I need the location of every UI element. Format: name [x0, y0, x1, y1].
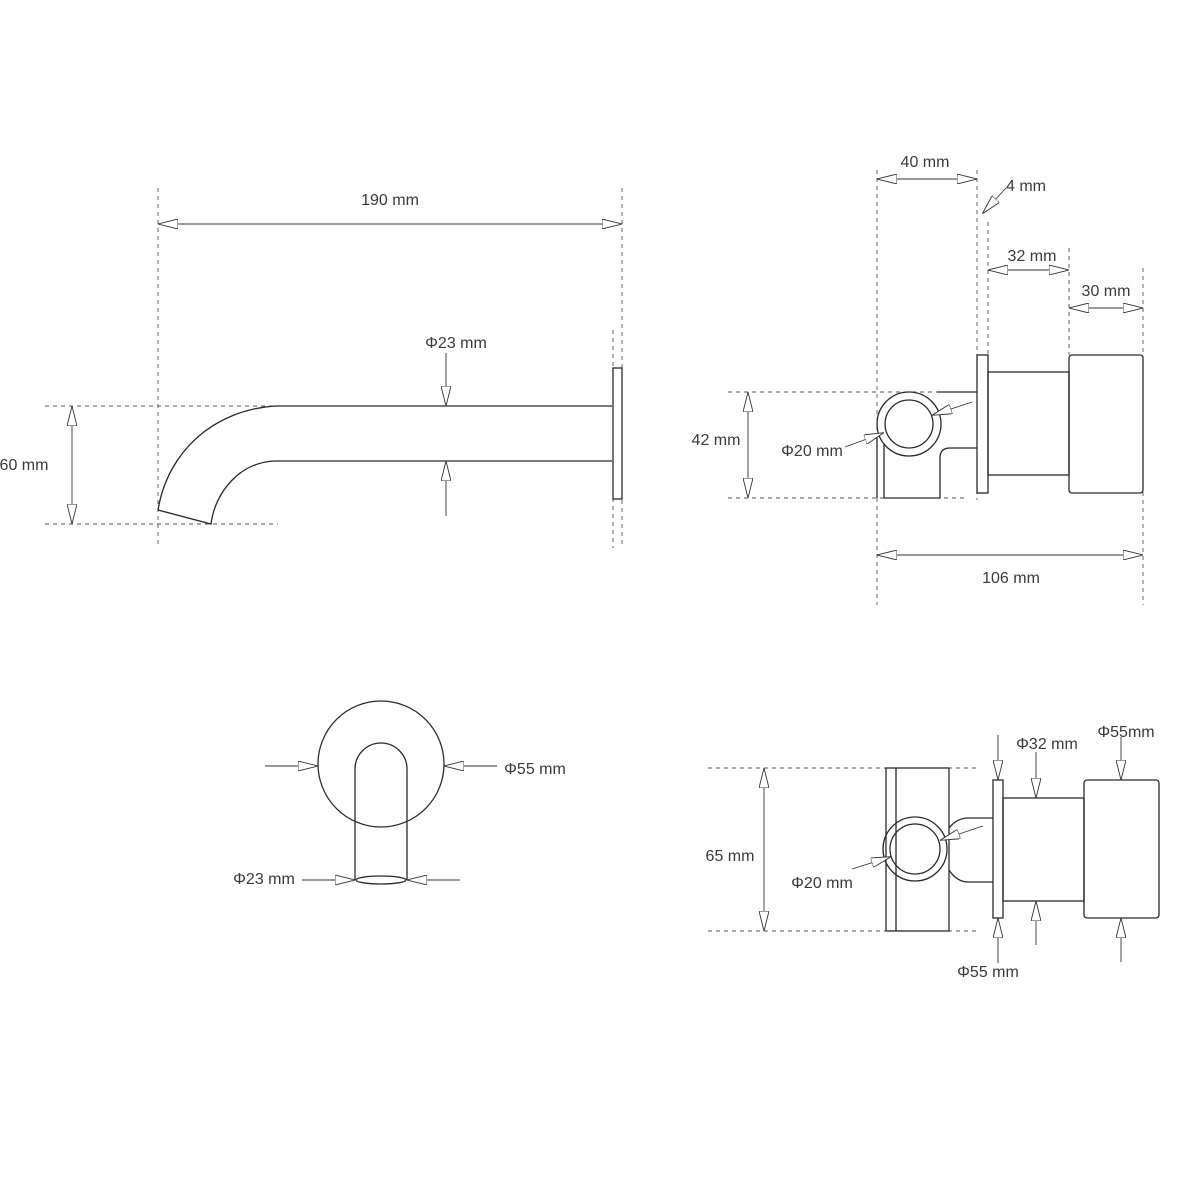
inlet-ring-top-outer	[882, 816, 948, 882]
label-spout-length: 190 mm	[361, 192, 419, 209]
mixer-handle-top	[1083, 779, 1160, 919]
mixer-plate-top	[992, 779, 1004, 919]
mixer-wall-plate	[976, 354, 989, 494]
label-valve-depth: 40 mm	[901, 154, 950, 171]
mixer-top-view: 65 mm Φ20 mm Φ55 mm Φ32 mm Φ55mm	[706, 724, 1160, 981]
label-spout-drop: 60 mm	[0, 457, 48, 474]
label-stem-diameter: Φ32 mm	[1016, 736, 1078, 753]
valve-body-top	[885, 767, 950, 932]
label-stem-length: 32 mm	[1008, 248, 1057, 265]
label-wall-plate-diameter: Φ55 mm	[504, 761, 566, 778]
spout-outlet	[355, 875, 407, 885]
spout-side-view: 190 mm Φ23 mm 60 mm	[0, 188, 623, 548]
dim-inlet-top-left	[851, 857, 890, 870]
label-handle-diameter: Φ55mm	[1097, 724, 1154, 741]
spout-plate-front	[317, 700, 445, 828]
mixer-side-view: 40 mm 4 mm 32 mm 30 mm 42 mm Φ20 mm 106 …	[692, 154, 1144, 605]
label-inlet-diameter-top: Φ20 mm	[791, 875, 853, 892]
dim-inlet-diameter-left	[844, 433, 883, 448]
inlet-ring-top-inner	[889, 823, 941, 875]
label-inlet-diameter-side: Φ20 mm	[781, 443, 843, 460]
spout-front-view: Φ55 mm Φ23 mm	[233, 700, 566, 888]
dim-inlet-diameter-right	[933, 401, 973, 415]
spout-wall-plate	[612, 367, 623, 500]
spout-outline	[157, 405, 612, 525]
inlet-ring-inner	[884, 399, 934, 449]
label-overall-depth: 106 mm	[982, 570, 1040, 587]
mixer-stem	[987, 371, 1070, 476]
label-body-width: 65 mm	[706, 848, 755, 865]
inlet-ring-outer	[876, 391, 942, 457]
label-handle-length: 30 mm	[1082, 283, 1131, 300]
mixer-handle	[1068, 354, 1144, 494]
label-body-height: 42 mm	[692, 432, 741, 449]
label-spout-outlet-diameter: Φ23 mm	[233, 871, 295, 888]
dim-inlet-top-right	[941, 825, 984, 840]
label-plate-thickness: 4 mm	[1006, 178, 1046, 195]
label-spout-diameter: Φ23 mm	[425, 335, 487, 352]
dim-plate-thickness	[983, 187, 1007, 213]
valve-body-outline	[883, 444, 977, 499]
spout-front-outline	[354, 742, 408, 880]
label-mixer-plate-diameter: Φ55 mm	[957, 964, 1019, 981]
mixer-stem-top	[1002, 797, 1085, 902]
